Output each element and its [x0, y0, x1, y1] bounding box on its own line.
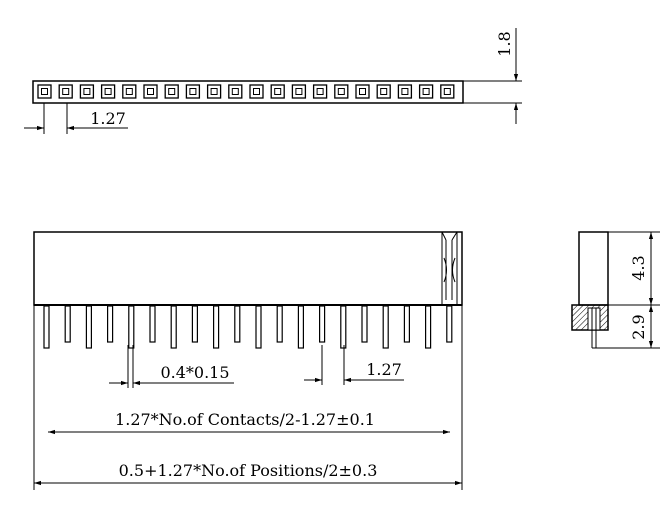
top-cell — [37, 84, 52, 99]
top-cell — [228, 84, 243, 99]
top-cell-inner — [422, 88, 430, 95]
front-pin — [106, 305, 114, 343]
positions-formula-label: 0.5+1.27*No.of Positions/2±0.3 — [119, 461, 378, 480]
front-pin — [149, 305, 156, 343]
top-cell — [418, 84, 434, 99]
top-cell — [100, 84, 116, 99]
top-cell — [291, 84, 307, 99]
side-view-pin — [591, 308, 597, 349]
side-view: 4.3 2.9 — [571, 231, 660, 349]
top-cell-inner — [62, 88, 70, 95]
top-cell — [122, 84, 137, 99]
front-pin — [85, 305, 93, 349]
top-cell — [164, 84, 179, 99]
latch-detail — [441, 231, 458, 305]
side-body-height-label: 4.3 — [629, 255, 648, 280]
top-view-cells — [37, 84, 455, 99]
front-pin — [255, 305, 262, 349]
top-cell — [270, 84, 285, 99]
top-cell-inner — [125, 88, 133, 95]
top-cell-inner — [401, 88, 409, 95]
top-cell-inner — [443, 88, 451, 95]
top-cell — [185, 84, 201, 99]
front-view: 0.4*0.15 1.27 1.27*No.of Contacts/2-1.27… — [33, 231, 463, 490]
top-pitch-label: 1.27 — [90, 109, 126, 128]
top-cell-inner — [316, 88, 324, 95]
front-pin — [128, 305, 135, 349]
top-cell — [143, 84, 158, 99]
top-height-label: 1.8 — [495, 31, 514, 56]
top-cell — [397, 84, 413, 99]
top-cell — [249, 84, 264, 99]
top-cell — [206, 84, 222, 99]
front-pin — [276, 305, 283, 343]
front-pin — [446, 305, 453, 343]
top-cell — [440, 84, 455, 99]
side-view-body — [578, 231, 609, 306]
top-cell-inner — [231, 88, 239, 95]
top-cell-inner — [210, 88, 218, 95]
front-pin — [340, 305, 347, 349]
front-pin — [191, 305, 198, 343]
top-cell — [312, 84, 328, 99]
top-cell-inner — [147, 88, 154, 95]
front-pin — [382, 305, 389, 349]
top-cell-inner — [274, 88, 282, 95]
top-cell — [376, 84, 391, 99]
top-cell — [79, 84, 95, 99]
front-pin — [361, 305, 368, 343]
front-pin — [170, 305, 177, 349]
top-cell-inner — [359, 88, 366, 95]
front-view-body — [33, 231, 463, 306]
front-pin — [64, 305, 71, 343]
front-pitch-label: 1.27 — [366, 360, 402, 379]
top-cell-inner — [41, 88, 48, 95]
top-cell — [58, 84, 73, 99]
side-view-pin-slot — [587, 307, 601, 331]
front-pin — [403, 305, 410, 343]
top-cell-inner — [189, 88, 197, 95]
top-cell-inner — [380, 88, 388, 95]
front-pin — [43, 305, 50, 349]
front-pin — [297, 305, 304, 349]
front-pin — [425, 305, 432, 349]
top-cell-inner — [253, 88, 260, 95]
top-cell-inner — [83, 88, 91, 95]
side-pin-length-label: 2.9 — [629, 314, 648, 339]
contacts-formula-label: 1.27*No.of Contacts/2-1.27±0.1 — [115, 410, 375, 429]
top-cell-inner — [104, 88, 112, 95]
front-pin — [319, 305, 326, 343]
top-cell-inner — [168, 88, 176, 95]
pin-size-label: 0.4*0.15 — [160, 363, 229, 382]
front-pin — [234, 305, 241, 343]
top-cell-inner — [337, 88, 345, 95]
top-cell-inner — [295, 88, 303, 95]
top-view: 1.8 1.27 — [24, 28, 522, 134]
top-cell — [355, 84, 370, 99]
top-view-body — [32, 80, 464, 104]
top-cell — [334, 84, 349, 99]
front-view-pins — [43, 305, 453, 349]
front-pin — [213, 305, 220, 349]
